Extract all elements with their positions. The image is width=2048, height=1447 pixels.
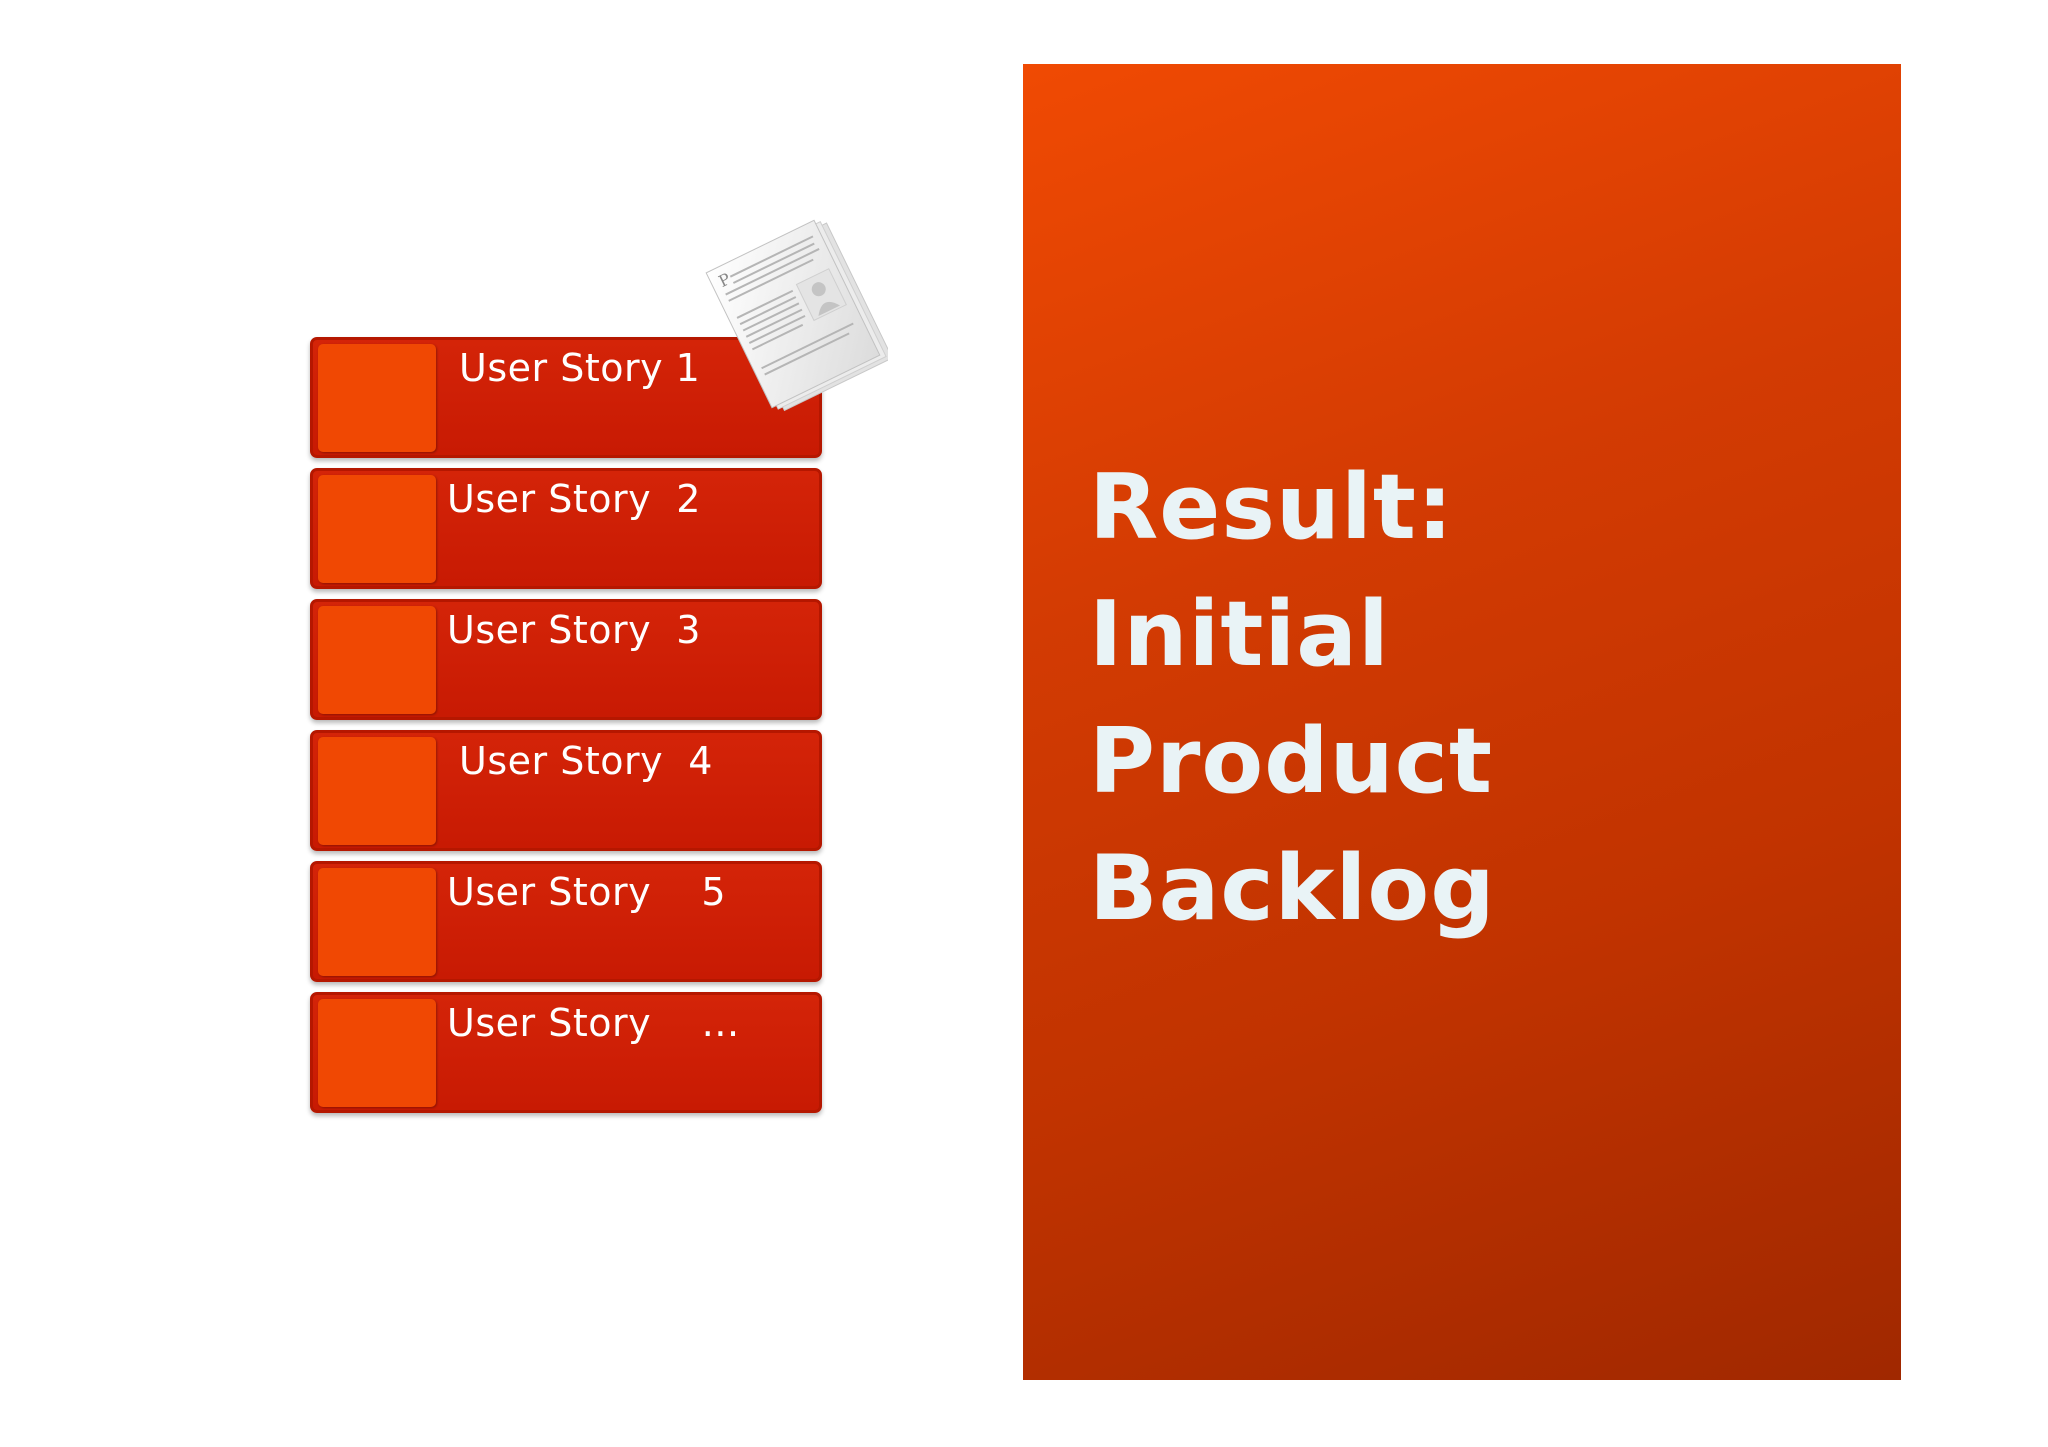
- result-panel: Result: Initial Product Backlog: [1023, 64, 1901, 1380]
- result-title-line: Result:: [1089, 455, 1454, 560]
- story-color-swatch: [318, 344, 436, 452]
- story-color-swatch: [318, 475, 436, 583]
- story-label: User Story 1: [459, 346, 701, 390]
- result-title-line: Backlog: [1089, 836, 1496, 941]
- story-label: User Story …: [447, 1001, 740, 1045]
- result-title-line: Initial: [1089, 582, 1390, 687]
- user-story-card-1[interactable]: User Story 1: [310, 337, 822, 458]
- user-story-card-4[interactable]: User Story 4: [310, 730, 822, 851]
- story-color-swatch: [318, 999, 436, 1107]
- story-label: User Story 2: [447, 477, 701, 521]
- story-color-swatch: [318, 606, 436, 714]
- story-label: User Story 3: [447, 608, 701, 652]
- user-story-card-5[interactable]: User Story 5: [310, 861, 822, 982]
- user-story-card-more[interactable]: User Story …: [310, 992, 822, 1113]
- user-story-card-2[interactable]: User Story 2: [310, 468, 822, 589]
- result-title: Result: Initial Product Backlog: [1089, 444, 1496, 952]
- story-color-swatch: [318, 868, 436, 976]
- user-story-list: User Story 1 User Story 2 User Story 3 U…: [310, 337, 824, 1123]
- document-stack-icon: P: [688, 212, 893, 432]
- story-label: User Story 4: [459, 739, 713, 783]
- result-title-line: Product: [1089, 709, 1494, 814]
- user-story-card-3[interactable]: User Story 3: [310, 599, 822, 720]
- story-label: User Story 5: [447, 870, 727, 914]
- story-color-swatch: [318, 737, 436, 845]
